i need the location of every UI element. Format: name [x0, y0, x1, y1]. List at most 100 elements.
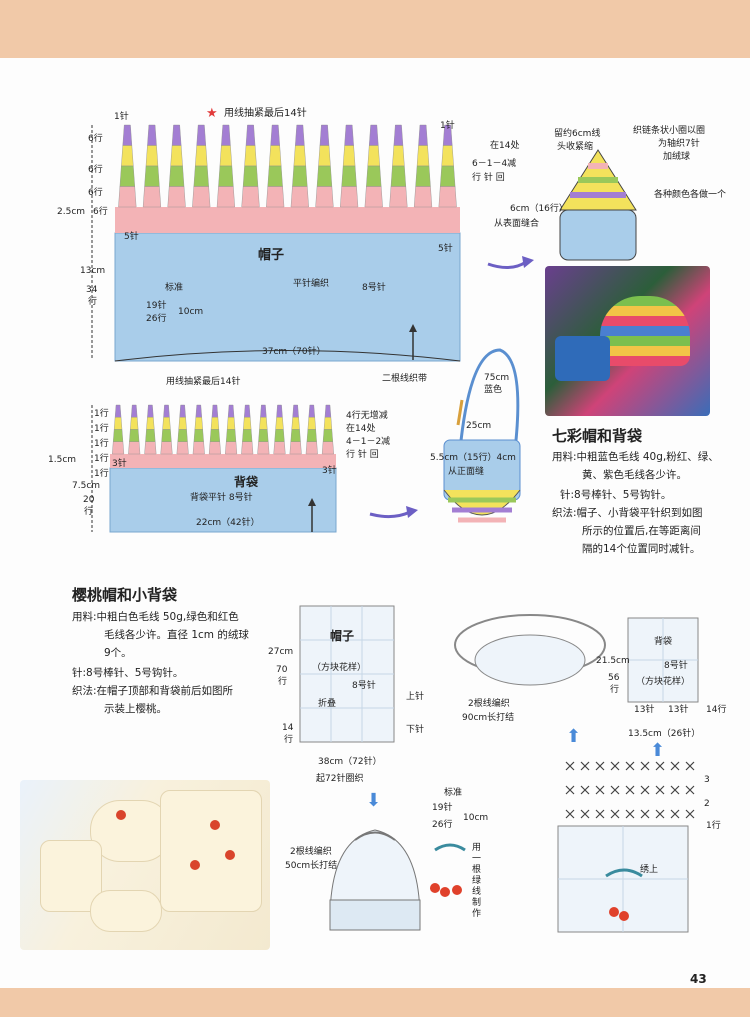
gauge2-rows2: 26行	[432, 819, 452, 831]
hat-side-note-3: 行 针 回	[472, 172, 505, 184]
section1-method-2: 所示的位置后,在等距离间	[582, 522, 701, 540]
hat-row-2: 6行	[88, 164, 103, 176]
hat2-h4: 14	[282, 722, 293, 734]
section1-materials-2: 黄、紫色毛线各少许。	[582, 466, 687, 484]
knit-spike-band	[163, 417, 171, 429]
knit-spike-band	[316, 187, 334, 208]
knit-spike-band	[276, 417, 284, 429]
bag2-needle: 8号针	[664, 660, 688, 672]
hat-five-right: 5针	[438, 243, 453, 255]
strap-note-3: 从正面缝	[448, 466, 484, 478]
knit-spike-band	[369, 125, 378, 146]
hat2-needle: 8号针	[352, 680, 376, 692]
knit-spike-band	[113, 430, 123, 442]
knit-spike-band	[242, 187, 260, 208]
crochet-stitch	[686, 762, 694, 770]
knit-spike-band	[292, 417, 300, 429]
knit-spike-band	[392, 146, 404, 167]
crochet-stitch	[686, 786, 694, 794]
knit-spike-band	[259, 417, 267, 429]
knit-spike-band	[145, 430, 155, 442]
knit-spike-band	[290, 442, 302, 454]
chart-row-1: 1行	[706, 820, 721, 832]
knit-spike-band	[115, 405, 121, 417]
hat-row-3: 6行	[88, 187, 103, 199]
knit-spike-band	[309, 405, 315, 417]
strap-note-1: 二根线织带	[382, 373, 427, 385]
crochet-stitch	[581, 810, 589, 818]
crochet-stitch	[656, 762, 664, 770]
bag-top-note: 用线抽紧最后14针	[166, 376, 240, 388]
rainbow-hat-photo	[545, 266, 710, 416]
knit-spike-band	[129, 430, 139, 442]
crochet-stitch	[596, 786, 604, 794]
strap-note-2: 5.5cm（15行）4cm	[430, 452, 516, 464]
knit-spike-band	[209, 442, 221, 454]
knit-spike-band	[343, 146, 355, 167]
bag-row-3: 1行	[94, 438, 109, 450]
tie2-a: 2根线编织	[290, 846, 332, 858]
knit-spike-band	[162, 430, 172, 442]
knit-spike-band	[246, 125, 255, 146]
bag-row-4: 1行	[94, 453, 109, 465]
knit-spike-band	[193, 442, 205, 454]
knit-spike-band	[417, 146, 429, 167]
knit-spike-band	[277, 405, 283, 417]
section2-materials-3: 9个。	[104, 644, 132, 662]
knit-spike-band	[323, 430, 333, 442]
crochet-stitch	[581, 762, 589, 770]
hat2-motif: （方块花样）	[312, 662, 366, 674]
knit-spike-band	[308, 417, 316, 429]
hat-gauge-2: 26行	[146, 313, 166, 325]
cherry-sketch	[425, 840, 475, 900]
bag-side-note-1: 4行无增减	[346, 410, 388, 422]
crochet-stitch	[611, 786, 619, 794]
knit-spike-band	[293, 405, 299, 417]
knit-spike-band	[292, 166, 307, 187]
crochet-stitch	[671, 786, 679, 794]
knit-spike-band	[414, 187, 432, 208]
knit-spike-band	[325, 405, 331, 417]
bag2-h1: 21.5cm	[596, 655, 630, 667]
knit-spike-band	[145, 442, 157, 454]
crochet-stitch	[611, 810, 619, 818]
bag2-rows14: 14行	[706, 704, 726, 716]
knit-spike-band	[177, 442, 189, 454]
crochet-stitch	[566, 762, 574, 770]
knit-spike-band	[342, 166, 357, 187]
crochet-stitch	[686, 810, 694, 818]
hat-right-note-1: 留约6cm线	[554, 128, 600, 140]
knit-spike-band	[243, 166, 258, 187]
knit-spike-band	[114, 417, 122, 429]
section2-title: 樱桃帽和小背袋	[72, 584, 177, 605]
strap-len-1b: 蓝色	[484, 384, 502, 396]
hat-top-note: 用线抽紧最后14针	[224, 108, 307, 120]
knit-spike-band	[291, 430, 301, 442]
hat-pattern: 平针编织	[293, 278, 329, 290]
hat-row-25cm: 2.5cm	[57, 206, 85, 218]
knit-spike-band	[268, 166, 283, 187]
knit-spike-band	[271, 125, 280, 146]
hat2-h3: 行	[278, 676, 287, 688]
strap-len-2: 25cm	[466, 420, 491, 432]
tie2-b: 50cm长打结	[285, 860, 337, 872]
crochet-chart	[560, 756, 700, 826]
knit-spike-band	[291, 187, 309, 208]
knit-spike-band	[217, 187, 235, 208]
knit-spike-band	[195, 417, 203, 429]
hat2-down: 下针	[406, 724, 424, 736]
knit-spike-band	[128, 442, 140, 454]
knit-spike-band	[194, 430, 204, 442]
bag-height-cm: 7.5cm	[72, 480, 100, 492]
crochet-stitch	[656, 786, 664, 794]
hat-row-1: 6行	[88, 133, 103, 145]
knit-spike-band	[416, 166, 431, 187]
cherry-note-g: 作	[472, 908, 481, 920]
hat2-width: 38cm（72针）	[318, 756, 382, 768]
crochet-stitch	[566, 810, 574, 818]
knit-spike-band	[218, 166, 233, 187]
knit-spike-band	[345, 125, 354, 146]
hat2-h1: 27cm	[268, 646, 293, 658]
knit-spike-band	[196, 405, 202, 417]
hat-gauge-cm: 10cm	[178, 306, 203, 318]
